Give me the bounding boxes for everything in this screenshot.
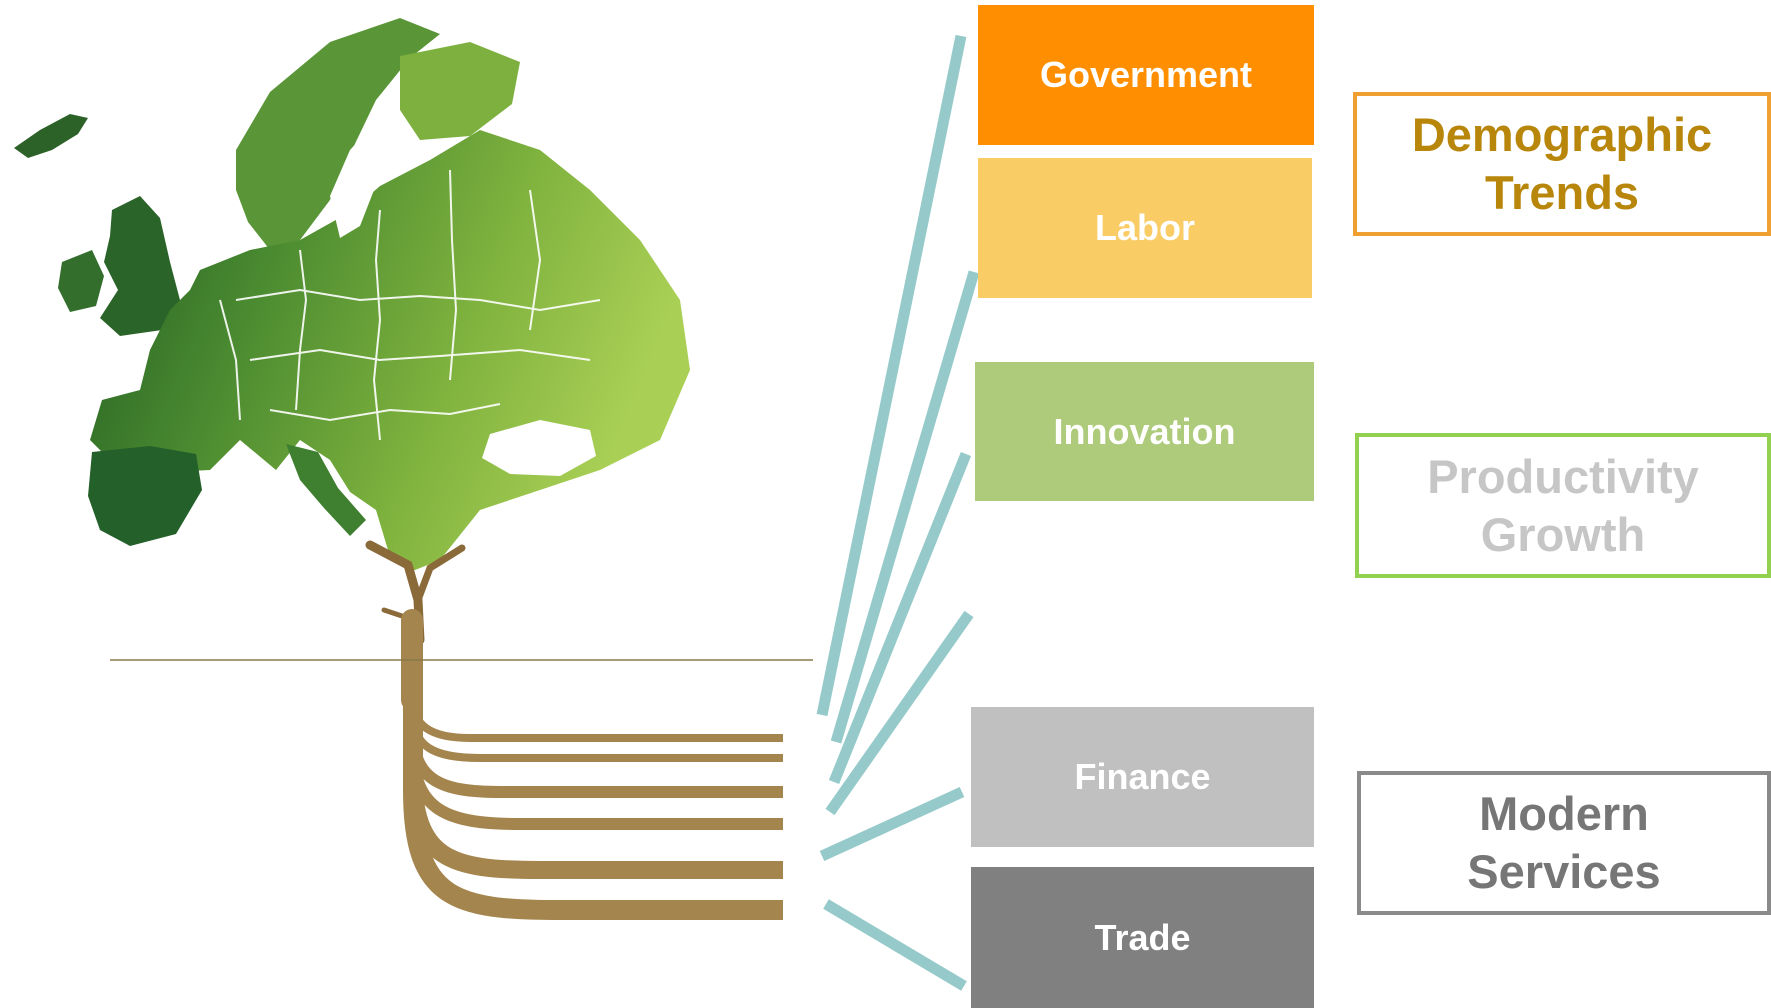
- outcome-demographic-trends-text: Demographic Trends: [1412, 106, 1712, 222]
- driver-government: Government: [978, 5, 1314, 145]
- outcome-demographic-trends-line2: Trends: [1484, 166, 1640, 219]
- connector-trade: [823, 899, 967, 991]
- connector-government: [816, 34, 967, 717]
- outcome-productivity-growth-text: Productivity Growth: [1427, 448, 1699, 564]
- outcome-demographic-trends-line1: Demographic: [1411, 108, 1713, 161]
- outcome-modern-services-line1: Modern: [1479, 787, 1649, 840]
- driver-finance: Finance: [971, 707, 1314, 847]
- outcome-modern-services: Modern Services: [1357, 771, 1771, 915]
- driver-innovation: Innovation: [975, 362, 1314, 501]
- outcome-demographic-trends: Demographic Trends: [1353, 92, 1771, 236]
- outcome-productivity-growth-line2: Growth: [1480, 507, 1646, 561]
- outcome-productivity-growth: Productivity Growth: [1355, 433, 1771, 578]
- connector-unlabeled: [825, 610, 974, 816]
- connector-labor: [830, 270, 980, 744]
- outcome-modern-services-text: Modern Services: [1467, 785, 1660, 901]
- driver-innovation-label: Innovation: [1053, 410, 1236, 452]
- driver-trade: Trade: [971, 867, 1314, 1008]
- tree-roots: [403, 690, 783, 920]
- europe-map: [14, 18, 690, 572]
- connector-innovation: [828, 451, 972, 785]
- connector-lines: [816, 34, 980, 991]
- driver-labor-label: Labor: [1094, 207, 1195, 248]
- driver-trade-label: Trade: [1094, 916, 1191, 958]
- driver-labor: Labor: [978, 158, 1312, 298]
- outcome-productivity-growth-line1: Productivity: [1427, 449, 1699, 503]
- outcome-modern-services-line2: Services: [1467, 845, 1661, 898]
- driver-government-label: Government: [1039, 54, 1253, 95]
- driver-finance-label: Finance: [1074, 756, 1211, 797]
- connector-finance: [819, 786, 965, 862]
